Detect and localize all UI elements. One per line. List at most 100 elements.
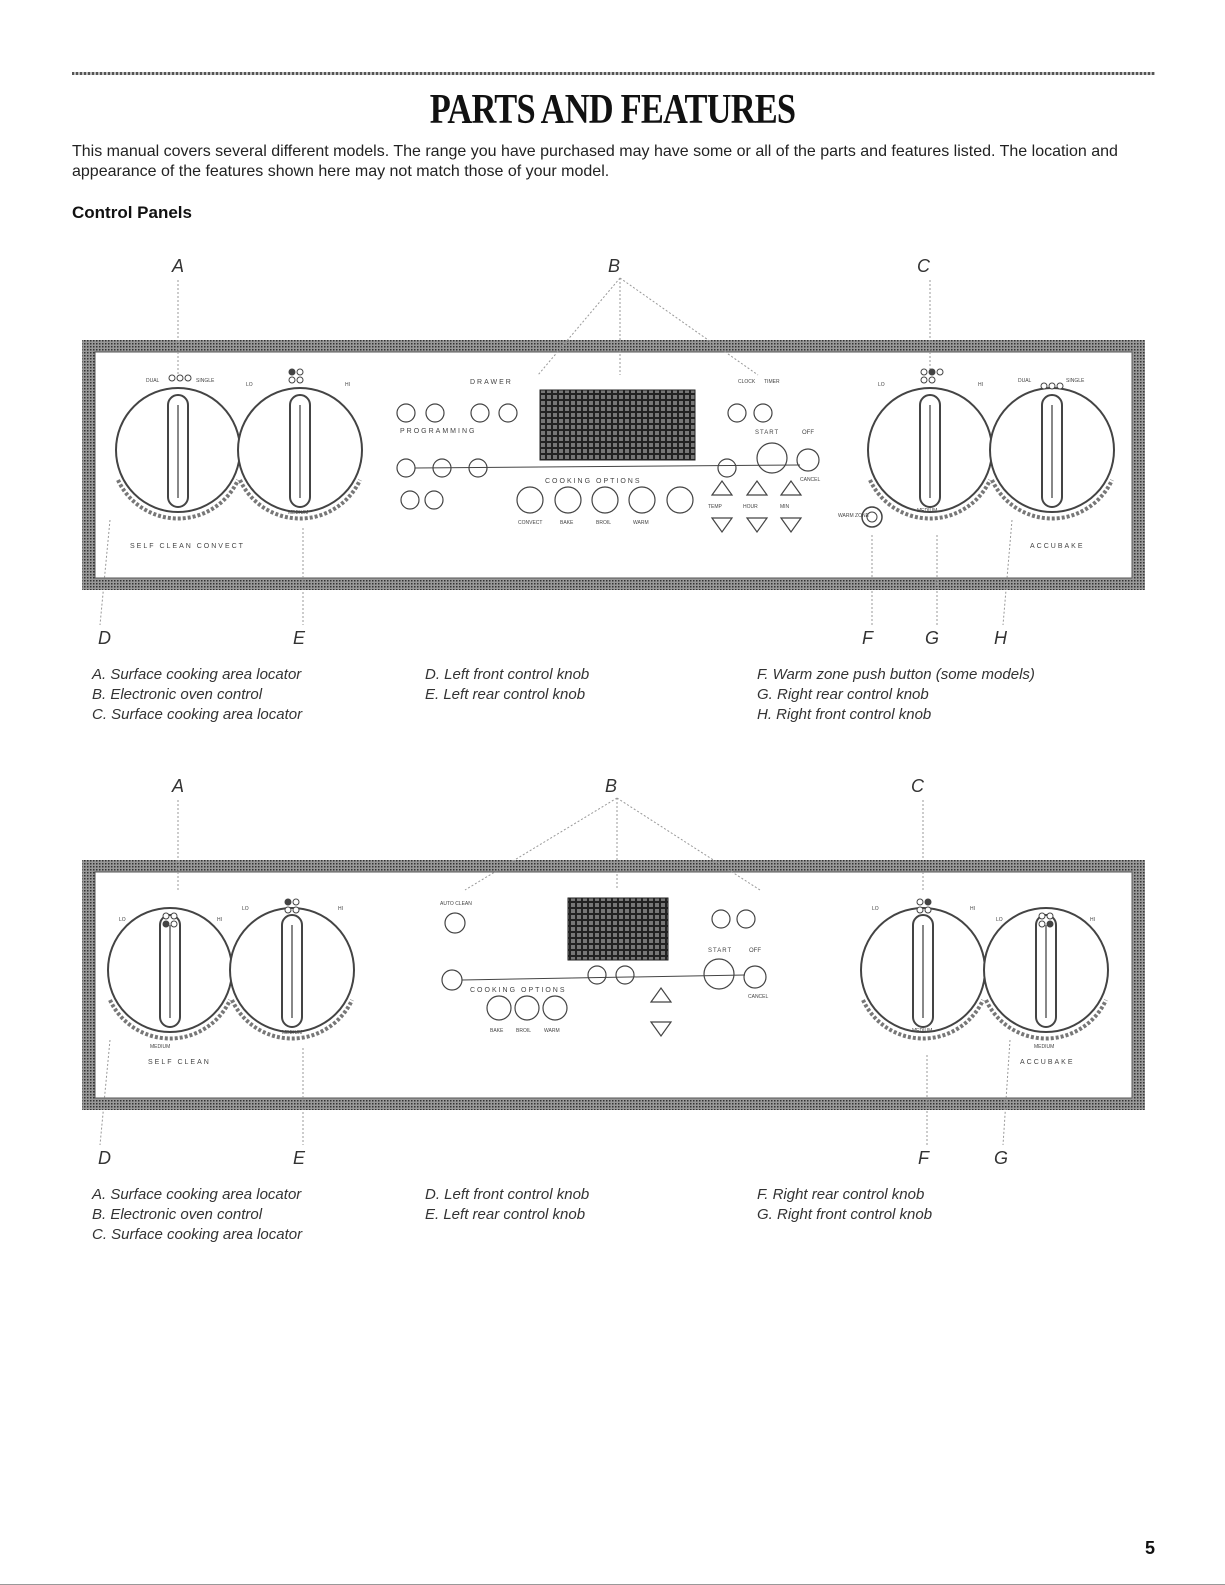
- panel-label-bake: BAKE: [490, 1028, 504, 1034]
- panel-label-dual-left: DUAL: [146, 378, 160, 384]
- panel-label-hour: HOUR: [743, 504, 758, 510]
- panel-label-start: START: [755, 430, 779, 436]
- panel-label-warm: WARM: [544, 1028, 560, 1034]
- panel-label-hi-right-front: HI: [1090, 917, 1095, 923]
- callout-b: B: [605, 776, 618, 796]
- panel-label-lo-right-rear: LO: [872, 906, 879, 912]
- panel-label-medium-right-rear: MEDIUM: [912, 1028, 932, 1034]
- right-front-control-knob[interactable]: [983, 907, 1109, 1041]
- left-rear-control-knob[interactable]: [229, 907, 355, 1041]
- panel-label-bake: BAKE: [560, 520, 574, 526]
- right-front-control-knob[interactable]: [989, 387, 1115, 521]
- panel-label-broil: BROIL: [596, 520, 611, 526]
- panel-label-lo-right-front: LO: [996, 917, 1003, 923]
- top-rule: [72, 72, 1155, 75]
- left-rear-control-knob[interactable]: [237, 387, 363, 521]
- callout-c: C: [917, 256, 930, 276]
- control-panel-diagram-2: SELF CLEAN ACCUBAKE COOKING OPTIONS AUTO…: [0, 770, 1225, 1250]
- control-panel-1-illustration: SELF CLEAN CONVECT ACCUBAKE DRAWER PROGR…: [82, 277, 1145, 626]
- legend-item-f: F. Warm zone push button (some models): [757, 666, 1035, 683]
- panel-label-temp: TEMP: [708, 504, 723, 510]
- panel-label-medium-right-front: MEDIUM: [1034, 1044, 1054, 1050]
- panel-label-accubake: ACCUBAKE: [1020, 1059, 1075, 1066]
- panel-label-convect: CONVECT: [518, 520, 542, 526]
- legend-column-1: A. Surface cooking area locator B. Elect…: [92, 665, 302, 725]
- panel-label-cooking-options: COOKING OPTIONS: [470, 987, 567, 994]
- section-heading: Control Panels: [72, 203, 192, 222]
- panel-label-warm: WARM: [633, 520, 649, 526]
- legend-item-e: E. Left rear control knob: [425, 686, 586, 703]
- leader-lines: [99, 797, 1011, 1146]
- callout-d: D: [98, 1148, 111, 1168]
- right-rear-control-knob[interactable]: [867, 387, 993, 521]
- oven-display: [539, 389, 696, 461]
- oven-display: [567, 897, 669, 961]
- left-front-control-knob[interactable]: [107, 907, 233, 1041]
- panel-label-drawer: DRAWER: [470, 379, 513, 386]
- control-panel-2-illustration: SELF CLEAN ACCUBAKE COOKING OPTIONS AUTO…: [82, 797, 1145, 1146]
- panel-label-hi-left-front: HI: [217, 917, 222, 923]
- panel-label-cancel: CANCEL: [800, 477, 821, 483]
- callout-e: E: [293, 1148, 306, 1168]
- callout-c: C: [911, 776, 924, 796]
- panel-label-self-clean-convect: SELF CLEAN CONVECT: [130, 543, 245, 550]
- electronic-oven-control: [441, 897, 767, 1038]
- callout-g: G: [925, 628, 940, 648]
- legend-item-a: A. Surface cooking area locator: [92, 1186, 302, 1203]
- panel-label-self-clean: SELF CLEAN: [148, 1059, 211, 1066]
- panel-label-hi-left-rear: HI: [338, 906, 343, 912]
- leader-lines: [99, 277, 1013, 626]
- page-number: 5: [1144, 1538, 1155, 1558]
- panel-label-dual-right: DUAL: [1018, 378, 1032, 384]
- panel-label-cooking-options: COOKING OPTIONS: [545, 478, 642, 485]
- panel-label-cancel: CANCEL: [748, 994, 769, 1000]
- right-rear-control-knob[interactable]: [860, 907, 986, 1041]
- control-panel-diagram-1: SELF CLEAN CONVECT ACCUBAKE DRAWER PROGR…: [0, 250, 1225, 730]
- panel-label-clock: CLOCK: [738, 379, 756, 385]
- legend-item-d: D. Left front control knob: [425, 1186, 590, 1203]
- panel-label-min: MIN: [780, 504, 790, 510]
- callout-a: A: [172, 776, 185, 796]
- legend-item-d: D. Left front control knob: [425, 666, 590, 683]
- surface-cooking-area-locator-right: [916, 898, 1054, 928]
- legend-item-g: G. Right front control knob: [757, 1206, 933, 1223]
- surface-cooking-area-locator-left: [168, 368, 304, 384]
- legend-item-c: C. Surface cooking area locator: [92, 1226, 303, 1243]
- callout-d: D: [98, 628, 111, 648]
- surface-cooking-area-locator-left: [162, 898, 300, 928]
- callout-h: H: [994, 628, 1007, 648]
- legend-item-g: G. Right rear control knob: [757, 686, 929, 703]
- legend-column-1: A. Surface cooking area locator B. Elect…: [92, 1185, 302, 1245]
- panel-label-off: OFF: [749, 948, 761, 954]
- legend-item-b: B. Electronic oven control: [92, 1206, 263, 1223]
- callout-g: G: [994, 1148, 1009, 1168]
- legend-item-b: B. Electronic oven control: [92, 686, 263, 703]
- warm-zone-push-button[interactable]: [861, 506, 883, 528]
- panel-label-accubake: ACCUBAKE: [1030, 543, 1085, 550]
- intro-paragraph: This manual covers several different mod…: [72, 143, 1118, 180]
- panel-label-hi-right-rear: HI: [970, 906, 975, 912]
- panel-label-start: START: [708, 948, 732, 954]
- callout-f: F: [918, 1148, 929, 1168]
- panel-label-hi-right-rear: HI: [978, 382, 983, 388]
- panel-label-warm-zone: WARM ZONE: [838, 513, 870, 519]
- panel-label-programming: PROGRAMMING: [400, 428, 476, 435]
- panel-label-lo-right-rear: LO: [878, 382, 885, 388]
- panel-label-single-left: SINGLE: [196, 378, 215, 384]
- legend-item-c: C. Surface cooking area locator: [92, 706, 303, 723]
- surface-cooking-area-locator-right: [920, 368, 1064, 390]
- legend-item-e: E. Left rear control knob: [425, 1206, 586, 1223]
- panel-label-lo-left-rear: LO: [246, 382, 253, 388]
- legend-item-a: A. Surface cooking area locator: [92, 666, 302, 683]
- panel-label-medium-left: MEDIUM: [288, 510, 308, 516]
- panel-label-timer: TIMER: [764, 379, 780, 385]
- panel-label-lo-left-front: LO: [119, 917, 126, 923]
- legend-column-3: F. Right rear control knob G. Right fron…: [757, 1185, 932, 1225]
- callout-b: B: [608, 256, 621, 276]
- panel-label-auto-clean: AUTO CLEAN: [440, 901, 472, 907]
- panel-label-medium-left-front: MEDIUM: [150, 1044, 170, 1050]
- left-front-control-knob[interactable]: [115, 387, 241, 521]
- legend-column-2: D. Left front control knob E. Left rear …: [425, 665, 589, 705]
- panel-label-lo-left-rear: LO: [242, 906, 249, 912]
- legend-item-f: F. Right rear control knob: [757, 1186, 925, 1203]
